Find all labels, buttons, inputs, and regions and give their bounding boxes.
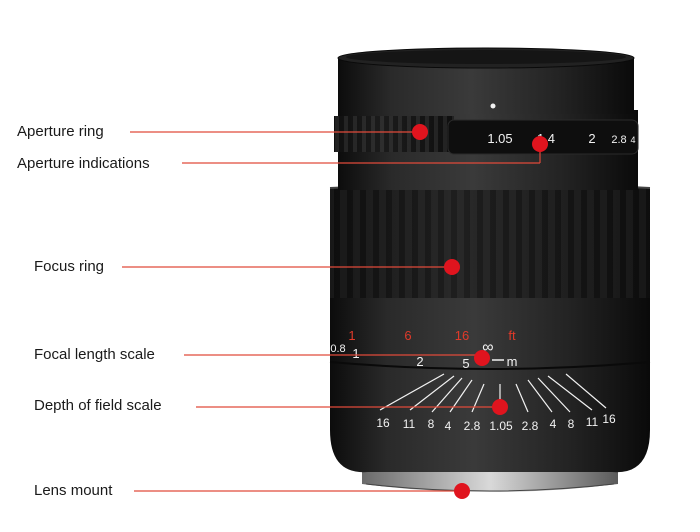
dof-scale: 16 11 8 4 2.8 1.05 2.8 4 8 11 16 <box>376 412 616 433</box>
distance-ft-value: 16 <box>455 328 469 343</box>
index-dot <box>490 103 496 109</box>
dot-aperture-indications <box>532 136 548 152</box>
distance-ft-value: 1 <box>348 328 355 343</box>
distance-infinity: ∞ <box>482 339 493 356</box>
callout-dots <box>412 124 548 499</box>
lens-mount-ring <box>362 468 618 492</box>
dot-depth-of-field-scale <box>492 399 508 415</box>
distance-ft-unit: ft <box>508 328 516 343</box>
dof-value: 4 <box>445 419 452 433</box>
callout-depth-of-field-scale: Depth of field scale <box>34 397 162 414</box>
distance-scale-ft: 1 6 16 ft <box>348 328 516 343</box>
dof-value: 4 <box>550 417 557 431</box>
dot-focal-length-scale <box>474 350 490 366</box>
dof-value: 8 <box>428 417 435 431</box>
distance-scale-m: 0.8 1 2 5 ∞ m <box>330 339 517 371</box>
dot-focus-ring <box>444 259 460 275</box>
distance-m-value: 1 <box>352 346 359 361</box>
dot-aperture-ring <box>412 124 428 140</box>
distance-m-value: 5 <box>462 356 469 371</box>
dof-value: 16 <box>376 416 390 430</box>
focus-scale-band <box>330 296 650 362</box>
aperture-value: 2 <box>588 131 595 146</box>
aperture-value: 1.05 <box>487 131 512 146</box>
dof-barrel <box>330 360 650 473</box>
callout-focus-ring: Focus ring <box>34 258 105 275</box>
dof-value: 8 <box>568 417 575 431</box>
dof-value: 11 <box>586 415 599 429</box>
dof-value: 1.05 <box>489 419 513 433</box>
distance-m-value: 2 <box>416 354 423 369</box>
callout-lines <box>122 131 541 492</box>
aperture-value: 2.8 <box>611 134 626 146</box>
dof-value: 2.8 <box>464 419 481 433</box>
callout-lens-mount: Lens mount <box>34 482 113 499</box>
callout-aperture-ring: Aperture ring <box>17 123 104 140</box>
dof-value: 11 <box>403 417 416 431</box>
callout-aperture-indications: Aperture indications <box>17 155 150 172</box>
distance-ft-value: 6 <box>404 328 411 343</box>
callout-focal-length-scale: Focal length scale <box>34 346 155 363</box>
dot-lens-mount <box>454 483 470 499</box>
distance-edge-value: 0.8 <box>330 343 345 355</box>
dof-value: 16 <box>602 412 616 426</box>
dof-value: 2.8 <box>522 419 539 433</box>
distance-m-unit: m <box>507 354 518 369</box>
aperture-value: 4 <box>630 135 635 145</box>
